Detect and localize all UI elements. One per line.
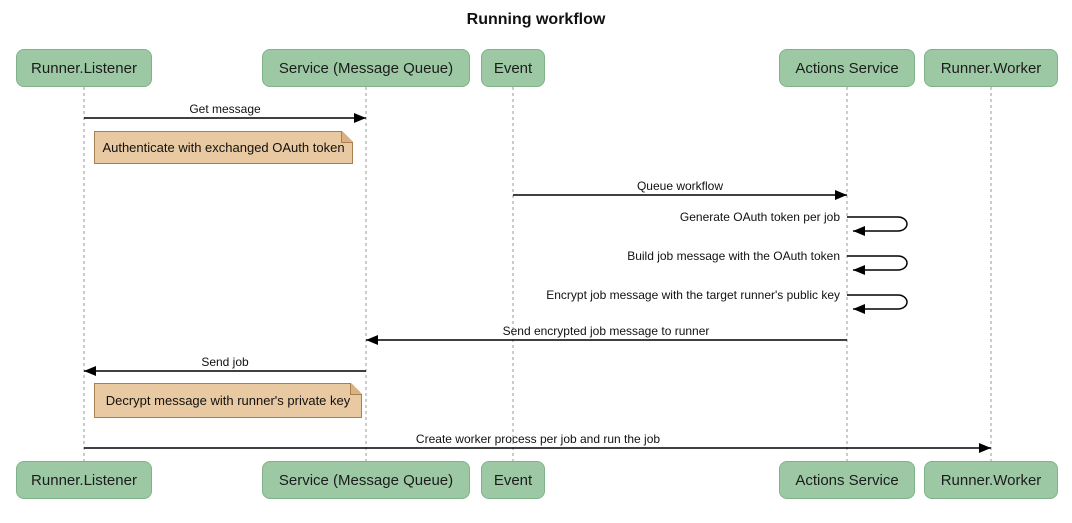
message-label-send-job: Send job	[201, 355, 249, 369]
note-fold-corner	[350, 383, 362, 395]
note-label: Decrypt message with runner's private ke…	[105, 393, 351, 408]
self-loop-generate-oauth-token	[847, 216, 908, 236]
actor-bottom-actions-service: Actions Service	[779, 461, 915, 499]
actor-bottom-runner-worker: Runner.Worker	[924, 461, 1058, 499]
actor-bottom-runner-listener: Runner.Listener	[16, 461, 152, 499]
self-loop-encrypt-job-message	[847, 294, 908, 314]
diagram-title: Running workflow	[466, 11, 606, 28]
actor-top-service-message-queue: Service (Message Queue)	[262, 49, 470, 87]
self-loop-build-job-message	[847, 255, 908, 275]
actor-label: Service (Message Queue)	[278, 59, 454, 77]
actor-label: Runner.Worker	[940, 471, 1042, 489]
actor-label: Runner.Worker	[940, 59, 1042, 77]
actor-label: Event	[493, 471, 533, 489]
actor-bottom-event: Event	[481, 461, 545, 499]
actor-label: Event	[493, 59, 533, 77]
message-label-encrypt-job-message: Encrypt job message with the target runn…	[546, 288, 840, 302]
note-authenticate-oauth: Authenticate with exchanged OAuth token	[94, 131, 353, 164]
actor-label: Runner.Listener	[31, 471, 137, 489]
note-label: Authenticate with exchanged OAuth token	[102, 140, 345, 155]
message-label-get-message: Get message	[189, 102, 261, 116]
actor-label: Actions Service	[795, 59, 899, 77]
note-decrypt-private-key: Decrypt message with runner's private ke…	[94, 383, 362, 418]
message-label-create-worker-process: Create worker process per job and run th…	[415, 432, 661, 446]
actor-top-event: Event	[481, 49, 545, 87]
actor-bottom-service-message-queue: Service (Message Queue)	[262, 461, 470, 499]
actor-label: Service (Message Queue)	[278, 471, 454, 489]
message-label-queue-workflow: Queue workflow	[636, 179, 724, 193]
message-label-generate-oauth-token: Generate OAuth token per job	[679, 210, 840, 224]
note-fold-corner	[341, 131, 353, 143]
actor-label: Runner.Listener	[31, 59, 137, 77]
message-label-build-job-message: Build job message with the OAuth token	[627, 249, 840, 263]
actor-top-actions-service: Actions Service	[779, 49, 915, 87]
message-label-send-encrypted-job-message: Send encrypted job message to runner	[502, 324, 710, 338]
actor-top-runner-listener: Runner.Listener	[16, 49, 152, 87]
actor-label: Actions Service	[795, 471, 899, 489]
actor-top-runner-worker: Runner.Worker	[924, 49, 1058, 87]
